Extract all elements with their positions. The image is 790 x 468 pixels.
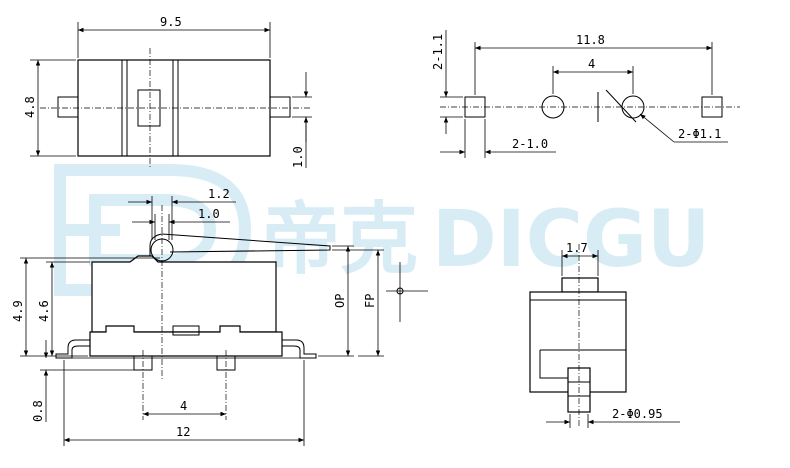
top-height-label: 4.8 (23, 96, 37, 118)
top-view: 9.5 4.8 1.0 (23, 15, 312, 168)
pcb-pad-horiz-label: 2-1.0 (512, 137, 548, 151)
end-pin-dia-label: 2-Φ0.95 (612, 407, 663, 421)
side-pin-pitch-label: 4 (180, 399, 187, 413)
side-overall-label: 12 (176, 425, 190, 439)
side-height-4-9-label: 4.9 (11, 300, 25, 322)
side-dim-1-0-label: 1.0 (198, 207, 220, 221)
watermark-latin: DICGU (432, 195, 710, 285)
watermark-chinese: 帝克 (262, 195, 418, 285)
side-fp-label: FP (363, 294, 377, 308)
side-height-4-6-label: 4.6 (37, 300, 51, 322)
pcb-pitch-label: 4 (588, 57, 595, 71)
side-view: 1.2 1.0 4.9 4.6 OP FP (11, 187, 428, 446)
top-width-label: 9.5 (160, 15, 182, 29)
end-view: 1.7 2-Φ0.95 (529, 241, 680, 428)
side-pin-len-label: 0.8 (31, 400, 45, 422)
pcb-layout: 11.8 4 2-1.1 2-1.0 2-Φ1.1 (431, 30, 740, 158)
end-actuator-label: 1.7 (566, 241, 588, 255)
top-pin-label: 1.0 (291, 146, 305, 168)
watermark-logo: 帝克 DICGU (54, 164, 710, 296)
pcb-hole-label: 2-Φ1.1 (678, 127, 721, 141)
pcb-pad-vert-label: 2-1.1 (431, 34, 445, 70)
side-op-label: OP (333, 294, 347, 308)
pcb-overall-label: 11.8 (576, 33, 605, 47)
side-dim-1-2-label: 1.2 (208, 187, 230, 201)
